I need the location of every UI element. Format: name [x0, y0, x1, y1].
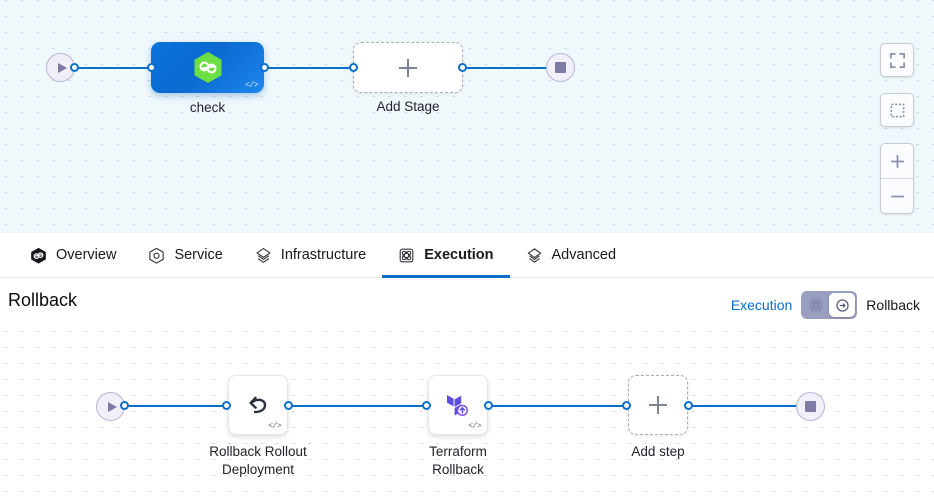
- plus-icon: [890, 154, 904, 168]
- rollback-steps-canvas[interactable]: </> Rollback Rollout Deployment </> Terr…: [0, 331, 934, 500]
- tab-label-advanced: Advanced: [551, 247, 617, 263]
- play-icon: [107, 401, 117, 412]
- port-addstage-out[interactable]: [458, 63, 467, 72]
- connector-addstage-to-end: [461, 67, 556, 69]
- dashed-square-icon: [890, 103, 904, 117]
- tab-label-infrastructure: Infrastructure: [280, 247, 367, 263]
- port-start-out[interactable]: [70, 63, 79, 72]
- add-stage-node[interactable]: [353, 42, 463, 93]
- toggle-option-execution[interactable]: [803, 293, 829, 317]
- zoom-controls[interactable]: [880, 143, 914, 214]
- port-check-out[interactable]: [260, 63, 269, 72]
- advanced-layers-icon: [527, 247, 541, 263]
- code-icon: </>: [468, 422, 481, 431]
- page-title: Rollback: [8, 290, 78, 310]
- plus-icon: [399, 58, 417, 77]
- rollback-header: Rollback Execution: [0, 278, 934, 332]
- code-icon: </>: [268, 422, 281, 431]
- mode-toggle[interactable]: [801, 291, 858, 319]
- execution-atom-icon: [399, 248, 414, 262]
- step-node-rollback-rollout-deployment[interactable]: </>: [228, 375, 288, 435]
- rollback-end-node[interactable]: [796, 392, 825, 421]
- stage-tab-bar[interactable]: Overview Service Infrastructure: [0, 233, 934, 278]
- canvas-grid-background: [0, 0, 934, 233]
- execution-atom-icon: [810, 299, 823, 311]
- add-stage-label: Add Stage: [376, 99, 440, 114]
- connector-start-to-check: [74, 67, 158, 69]
- port-terraform-out[interactable]: [484, 401, 493, 410]
- add-step-node[interactable]: [628, 375, 688, 435]
- fit-to-screen-button[interactable]: [880, 43, 914, 77]
- toggle-option-rollback[interactable]: [829, 293, 856, 317]
- step-label-terraform-rollback: Terraform Rollback: [429, 444, 487, 477]
- connector-check-to-addstage: [264, 67, 354, 69]
- harness-hexagon-icon: [31, 247, 46, 264]
- tab-infrastructure[interactable]: Infrastructure: [239, 233, 382, 277]
- connector-terraform-to-addstep: [486, 405, 634, 407]
- play-icon: [57, 62, 67, 73]
- stop-icon: [805, 401, 816, 412]
- stage-node-check[interactable]: </>: [151, 42, 264, 93]
- add-step-label: Add step: [631, 444, 685, 459]
- undo-arrow-icon: [249, 396, 267, 414]
- connector-addstep-to-end: [686, 405, 800, 407]
- port-terraform-in[interactable]: [422, 401, 431, 410]
- switcher-label-rollback[interactable]: Rollback: [866, 297, 920, 313]
- harness-hexagon-icon: [194, 52, 221, 83]
- code-icon: </>: [245, 81, 258, 90]
- port-addstep-in[interactable]: [622, 401, 631, 410]
- stop-icon: [555, 62, 566, 73]
- connector-start-to-rollout: [124, 405, 234, 407]
- pipeline-end-node[interactable]: [546, 53, 575, 82]
- port-check-in[interactable]: [147, 63, 156, 72]
- tab-label-execution: Execution: [424, 247, 494, 263]
- execution-rollback-switcher[interactable]: Execution Rol: [731, 291, 920, 319]
- port-rollback-start-out[interactable]: [120, 401, 129, 410]
- tab-execution[interactable]: Execution: [382, 233, 510, 278]
- zoom-to-selection-button[interactable]: [880, 93, 914, 127]
- port-rollout-in[interactable]: [222, 401, 231, 410]
- tab-label-service: Service: [174, 247, 223, 263]
- plus-icon: [649, 396, 667, 414]
- switcher-label-execution[interactable]: Execution: [730, 297, 793, 313]
- tab-advanced[interactable]: Advanced: [510, 233, 633, 277]
- expand-icon: [889, 52, 905, 68]
- tab-service[interactable]: Service: [132, 233, 238, 277]
- rollback-arrow-icon: [836, 298, 849, 312]
- infrastructure-layers-icon: [256, 247, 271, 263]
- port-rollout-out[interactable]: [284, 401, 293, 410]
- step-node-terraform-rollback[interactable]: </>: [428, 375, 488, 435]
- terraform-icon: [447, 395, 469, 417]
- zoom-in-button[interactable]: [881, 144, 913, 178]
- service-hexagon-icon: [149, 247, 165, 264]
- tab-overview[interactable]: Overview: [14, 233, 132, 277]
- port-addstage-in[interactable]: [349, 63, 358, 72]
- tab-label-overview: Overview: [56, 247, 117, 263]
- step-label-rollback-rollout-deployment: Rollback Rollout Deployment: [209, 444, 307, 477]
- minus-icon: [890, 195, 904, 197]
- pipeline-execution-canvas[interactable]: </> check Add Stage: [0, 0, 934, 233]
- stage-label-check: check: [189, 100, 226, 115]
- zoom-out-button[interactable]: [881, 178, 913, 213]
- port-addstep-out[interactable]: [684, 401, 693, 410]
- connector-rollout-to-terraform: [286, 405, 434, 407]
